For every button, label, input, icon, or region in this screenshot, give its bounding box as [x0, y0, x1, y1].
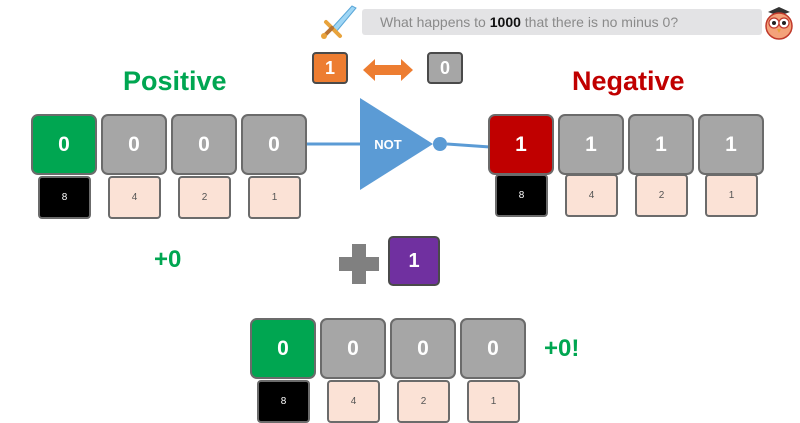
negative-bit-4: 1 — [558, 114, 624, 175]
owl-mascot-icon — [765, 7, 793, 40]
negative-weight-4: 4 — [565, 174, 618, 217]
result-weight-1: 1 — [467, 380, 520, 423]
negative-weight-8: 8 — [495, 174, 548, 217]
positive-zero-label: +0 — [154, 246, 182, 273]
negative-heading: Negative — [572, 66, 685, 96]
swap-one-box: 1 — [312, 52, 348, 84]
result-bit-8: 0 — [250, 318, 316, 379]
plus-icon — [339, 244, 379, 284]
double-arrow-icon — [363, 59, 413, 81]
result-label: +0! — [544, 335, 580, 362]
not-gate: NOT — [307, 98, 491, 190]
negative-weight-1: 1 — [705, 174, 758, 217]
question-suffix: that there is no minus 0? — [520, 14, 679, 30]
question-bar: What happens to 1000 that there is no mi… — [362, 9, 762, 35]
result-weight-2: 2 — [397, 380, 450, 423]
not-gate-label: NOT — [374, 137, 402, 152]
negative-bit-8: 1 — [488, 114, 554, 175]
positive-bit-8: 0 — [31, 114, 97, 175]
question-bold: 1000 — [489, 14, 521, 30]
negative-bit-1: 1 — [698, 114, 764, 175]
negative-weight-2: 2 — [635, 174, 688, 217]
result-bit-1: 0 — [460, 318, 526, 379]
positive-weight-8: 8 — [38, 176, 91, 219]
positive-weight-4: 4 — [108, 176, 161, 219]
positive-bit-4: 0 — [101, 114, 167, 175]
positive-heading: Positive — [123, 66, 227, 96]
positive-weight-1: 1 — [248, 176, 301, 219]
result-bit-2: 0 — [390, 318, 456, 379]
question-prefix: What happens to — [380, 14, 490, 30]
result-weight-4: 4 — [327, 380, 380, 423]
result-weight-8: 8 — [257, 380, 310, 423]
positive-bit-1: 0 — [241, 114, 307, 175]
positive-bit-2: 0 — [171, 114, 237, 175]
result-bit-4: 0 — [320, 318, 386, 379]
positive-weight-2: 2 — [178, 176, 231, 219]
negative-bit-2: 1 — [628, 114, 694, 175]
add-one-box: 1 — [388, 236, 440, 286]
sword-icon — [321, 5, 357, 39]
swap-zero-box: 0 — [427, 52, 463, 84]
